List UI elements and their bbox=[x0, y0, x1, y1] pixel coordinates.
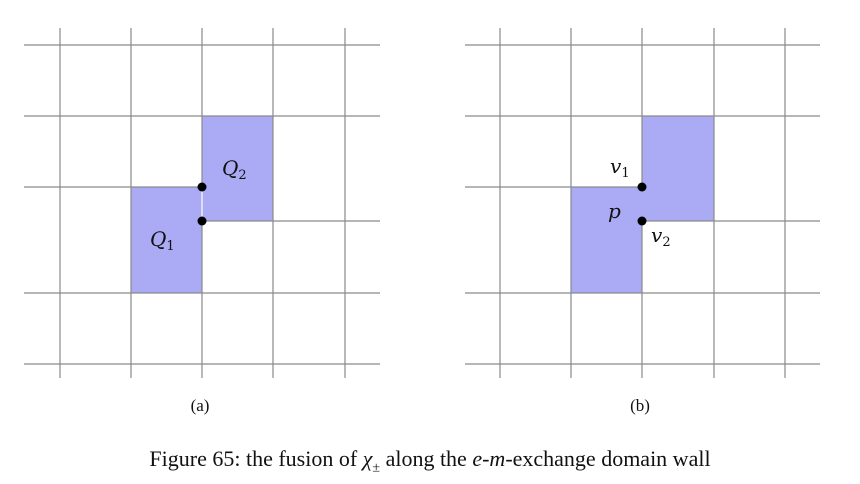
label-q1: Q1 bbox=[150, 227, 175, 254]
vertex-dot-v1 bbox=[637, 182, 647, 192]
plaquette-q1 bbox=[131, 187, 202, 293]
label-q2: Q2 bbox=[222, 156, 247, 183]
panel-b: v1 p v2 (b) bbox=[465, 28, 820, 415]
label-v2: v2 bbox=[651, 223, 671, 250]
figure-caption: Figure 65: the fusion of χ± along the e-… bbox=[149, 446, 711, 476]
vertex-dot-v2 bbox=[637, 216, 647, 226]
shaded-region bbox=[571, 116, 714, 293]
label-p: p bbox=[608, 199, 621, 223]
vertex-dot-lower bbox=[197, 216, 207, 226]
plaquette-q2 bbox=[202, 116, 273, 221]
panel-a: Q2 Q1 (a) bbox=[24, 28, 380, 415]
panel-label-a: (a) bbox=[191, 396, 210, 415]
vertex-dot-upper bbox=[197, 182, 207, 192]
panel-label-b: (b) bbox=[630, 396, 650, 415]
label-v1: v1 bbox=[610, 154, 630, 181]
